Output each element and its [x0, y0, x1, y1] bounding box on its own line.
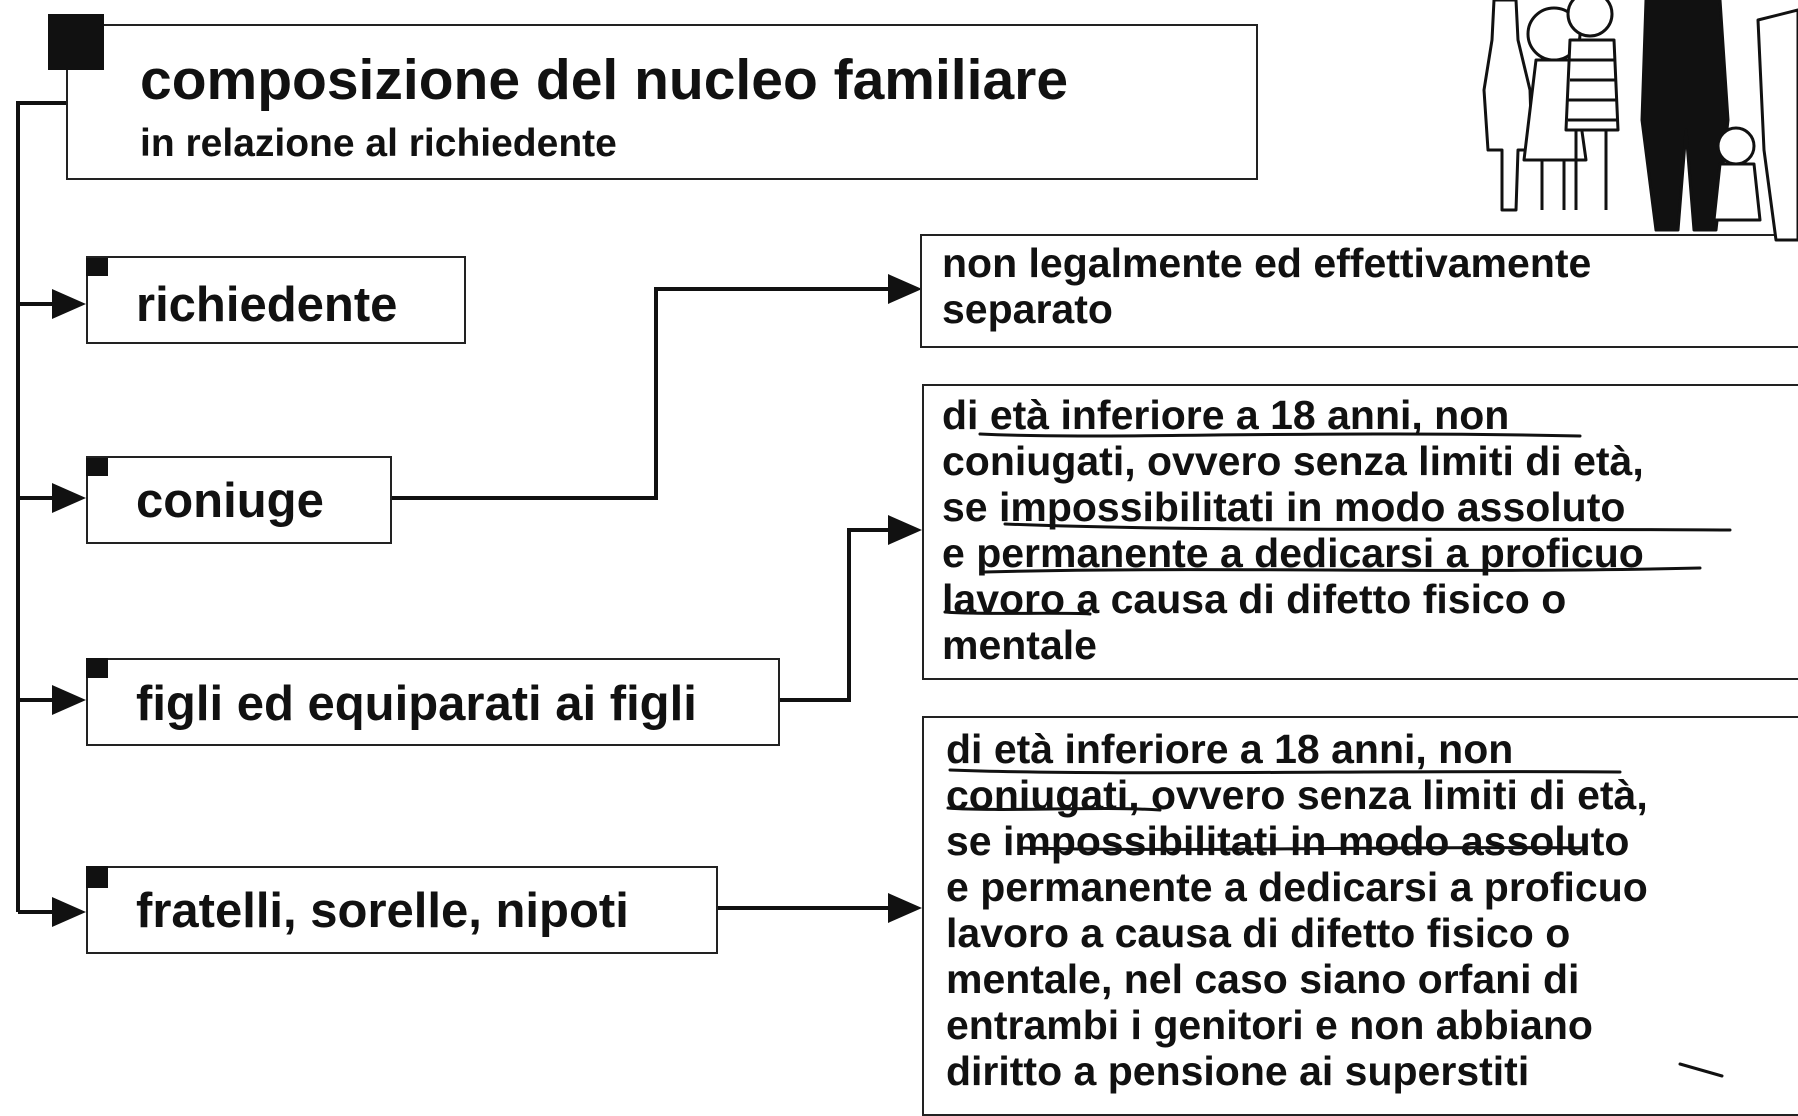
condition-line: se impossibilitati in modo assoluto — [946, 818, 1630, 864]
figure-right — [1756, 8, 1798, 242]
condition-line: coniugati, ovvero senza limiti di età, — [942, 438, 1644, 484]
condition-line: non legalmente ed effettivamente — [942, 240, 1592, 286]
condition-box-fratelli — [922, 716, 1798, 1116]
condition-line: e permanente a dedicarsi a proficuo — [946, 864, 1648, 910]
title-marker — [48, 14, 104, 70]
member-box-coniuge — [86, 456, 392, 544]
condition-line: di età inferiore a 18 anni, non — [946, 726, 1514, 772]
arrow-figli — [52, 685, 86, 715]
arrow-fratelli — [52, 897, 86, 927]
condition-box-coniuge — [920, 234, 1798, 348]
arrow-richiedente — [52, 289, 86, 319]
condition-text-coniuge: non legalmente ed effettivamente separat… — [942, 240, 1591, 332]
figure-adult — [1640, 0, 1730, 232]
figure-toddler-head — [1716, 126, 1756, 166]
condition-line: diritto a pensione ai superstiti — [946, 1048, 1530, 1094]
condition-line: se impossibilitati in modo assoluto — [942, 484, 1626, 530]
condition-line: di età inferiore a 18 anni, non — [942, 392, 1510, 438]
condition-line: separato — [942, 286, 1113, 332]
member-marker — [86, 458, 108, 476]
member-label-coniuge: coniuge — [136, 474, 324, 528]
member-box-richiedente — [86, 256, 466, 344]
arrow-to-fratelli-cond — [888, 893, 922, 923]
member-label-figli: figli ed equiparati ai figli — [136, 677, 697, 731]
figure-boy-body — [1564, 38, 1620, 132]
member-label-richiedente: richiedente — [136, 278, 398, 332]
member-label-fratelli: fratelli, sorelle, nipoti — [136, 884, 629, 938]
connector-coniuge — [392, 287, 910, 500]
arrow-to-separato — [888, 274, 922, 304]
member-marker — [86, 258, 108, 276]
member-marker — [86, 658, 108, 678]
condition-text-figli: di età inferiore a 18 anni, non coniugat… — [942, 392, 1644, 668]
member-box-figli — [86, 658, 780, 746]
condition-text-fratelli: di età inferiore a 18 anni, non coniugat… — [946, 726, 1648, 1094]
connector-figli — [780, 528, 910, 702]
member-box-fratelli — [86, 866, 718, 954]
member-marker — [86, 866, 108, 888]
condition-line: mentale, nel caso siano orfani di — [946, 956, 1580, 1002]
condition-line: mentale — [942, 622, 1097, 668]
condition-line: e permanente a dedicarsi a proficuo — [942, 530, 1644, 576]
family-illustration — [1482, 0, 1798, 242]
condition-line: lavoro a causa di difetto fisico o — [946, 910, 1571, 956]
figure-boy-head — [1566, 0, 1614, 38]
condition-line: entrambi i genitori e non abbiano — [946, 1002, 1593, 1048]
title-main: composizione del nucleo familiare — [140, 48, 1069, 112]
figure-girl — [1482, 0, 1534, 212]
title-box — [66, 24, 1258, 180]
arrow-to-figli-cond — [888, 515, 922, 545]
title-sub: in relazione al richiedente — [140, 122, 617, 165]
arrow-coniuge — [52, 483, 86, 513]
trunk-line — [16, 101, 66, 912]
